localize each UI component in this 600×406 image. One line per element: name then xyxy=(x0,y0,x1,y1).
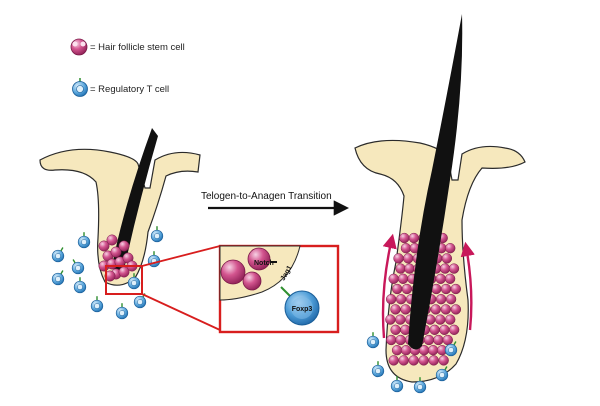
telogen-stem-cell-cluster xyxy=(98,234,138,282)
stem-cell xyxy=(435,273,446,284)
stem-cell xyxy=(106,234,118,246)
stem-cell xyxy=(428,355,439,366)
foxp3-label: Foxp3 xyxy=(292,306,313,313)
telogen-hair-shaft xyxy=(112,128,158,273)
treg-cell xyxy=(51,247,65,263)
zoom-line-bottom xyxy=(141,293,221,331)
notch-label: Notch xyxy=(254,260,274,267)
stem-cell xyxy=(441,253,453,264)
stem-cell xyxy=(442,334,453,346)
stem-cell xyxy=(445,294,457,305)
stem-cell xyxy=(400,243,412,254)
legend-stem-cell-label: = Hair follicle stem cell xyxy=(90,42,185,53)
stem-cell xyxy=(395,334,406,346)
stem-cell xyxy=(450,283,461,295)
stem-cell xyxy=(445,243,456,254)
stem-cell xyxy=(429,324,440,335)
stem-cell xyxy=(110,246,122,258)
legend-treg-icon xyxy=(72,78,88,97)
stem-cell xyxy=(435,314,446,325)
stem-cell xyxy=(444,273,456,284)
treg-cell xyxy=(371,361,385,378)
stem-cell xyxy=(390,304,401,315)
stem-cell xyxy=(423,334,435,346)
stem-cell xyxy=(408,355,419,366)
stem-cell xyxy=(388,355,399,366)
treg-cell xyxy=(366,332,380,349)
legend-stem-cell-icon xyxy=(70,38,88,56)
stem-cell xyxy=(438,355,449,366)
inset-treg-cell xyxy=(284,290,320,326)
stem-cell xyxy=(445,314,456,325)
treg-cell xyxy=(51,270,65,286)
treg-cell xyxy=(133,293,147,309)
stem-cell xyxy=(395,314,406,325)
telogen-follicle xyxy=(39,128,221,331)
transition-label: Telogen-to-Anagen Transition xyxy=(201,191,332,202)
anagen-follicle xyxy=(354,14,526,394)
treg-cell xyxy=(390,376,404,393)
stem-cell xyxy=(395,263,406,274)
anagen-hair-shaft xyxy=(408,14,463,350)
stem-cell xyxy=(385,314,396,325)
stem-cell xyxy=(393,253,404,264)
stem-cell xyxy=(392,283,403,295)
treg-cell xyxy=(435,366,449,382)
stem-cell xyxy=(440,283,452,295)
stem-cell xyxy=(427,345,439,356)
stem-cell xyxy=(400,304,411,315)
inset-follicle-wall xyxy=(219,245,301,301)
stem-cell xyxy=(403,253,414,264)
legend-treg-label: = Regulatory T cell xyxy=(90,84,169,95)
treg-cell xyxy=(73,277,87,294)
stem-cell xyxy=(386,334,397,346)
notch-jag1-inset: Notch Jag1 Foxp3 xyxy=(218,244,340,334)
anagen-treg-cells xyxy=(366,332,458,394)
legend: = Hair follicle stem cell = Regulatory T… xyxy=(70,38,185,97)
stem-cell xyxy=(449,324,460,335)
stem-cell xyxy=(385,294,397,305)
growth-arrow-right xyxy=(460,241,475,331)
stem-cell xyxy=(439,324,450,335)
treg-cell xyxy=(444,341,458,357)
treg-cell xyxy=(77,232,91,249)
stem-cell xyxy=(401,283,413,295)
stem-cell xyxy=(397,273,409,284)
treg-cell xyxy=(71,259,85,275)
stem-cell xyxy=(390,324,401,335)
jag1-ligand xyxy=(280,286,291,297)
zoom-region-box xyxy=(105,265,143,295)
stem-cell xyxy=(400,345,412,356)
telogen-skin-shape xyxy=(39,148,201,286)
stem-cell xyxy=(98,240,110,252)
treg-cell xyxy=(90,296,104,313)
stem-cell xyxy=(418,355,429,366)
stem-cell xyxy=(448,263,460,274)
stem-cell xyxy=(450,304,462,315)
stem-cell xyxy=(430,304,441,315)
stem-cell xyxy=(408,232,420,244)
treg-cell xyxy=(413,377,427,394)
stem-cell xyxy=(435,294,447,305)
zoom-line-top xyxy=(141,245,221,267)
stem-cell xyxy=(118,240,130,252)
stem-cell xyxy=(395,294,407,305)
stem-cell xyxy=(388,273,399,284)
telogen-treg-cells xyxy=(51,226,164,320)
stem-cell xyxy=(399,232,410,244)
stem-cell xyxy=(433,334,444,346)
stem-cell xyxy=(439,263,451,274)
transition-arrow: Telogen-to-Anagen Transition xyxy=(201,191,350,216)
treg-cell xyxy=(127,273,141,290)
stem-cell xyxy=(104,270,116,282)
treg-cell xyxy=(115,303,129,320)
growth-arrow-left xyxy=(381,233,397,339)
stem-cell xyxy=(440,304,451,315)
treg-cell xyxy=(150,226,164,243)
inset-stem-cells xyxy=(220,247,271,291)
stem-cell xyxy=(398,355,409,366)
stem-cell xyxy=(404,263,415,274)
stem-cell xyxy=(391,345,403,356)
